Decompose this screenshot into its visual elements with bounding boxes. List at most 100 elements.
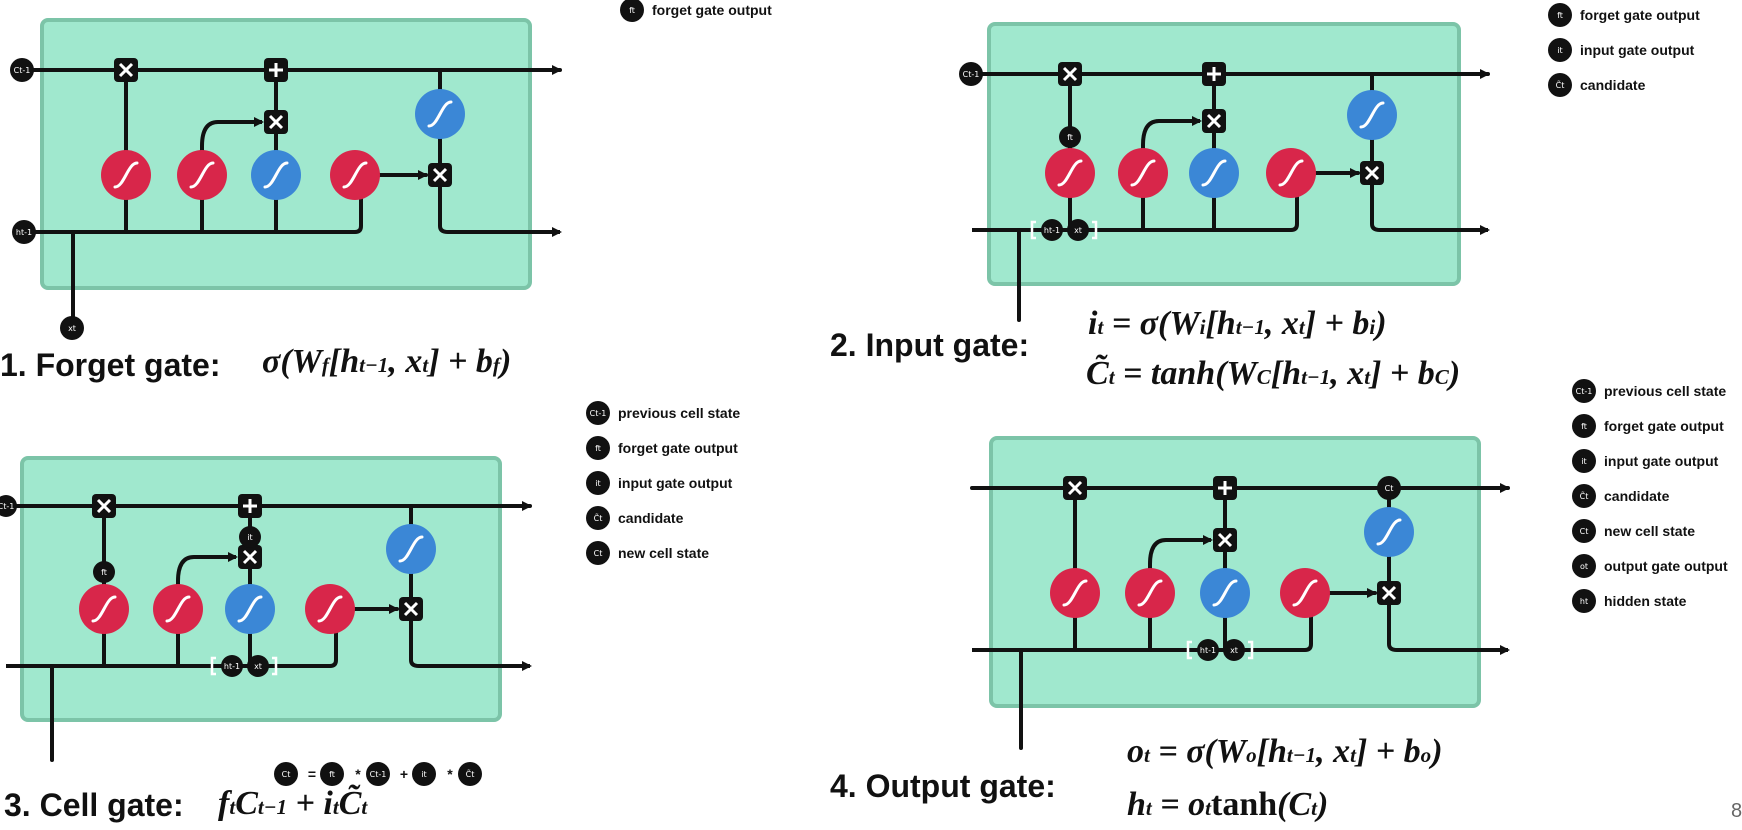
pointwise-multiply-icon: [1377, 581, 1401, 605]
svg-text:it: it: [1581, 457, 1586, 466]
legend-label: input gate output: [1580, 42, 1695, 58]
equation-operator: *: [355, 766, 361, 782]
equation-badge-icon: it: [412, 762, 436, 786]
panel-4-title: 4. Output gate:: [830, 768, 1056, 804]
legend-label: hidden state: [1604, 593, 1687, 609]
c-prev-badge-icon: Ct-1: [0, 495, 17, 517]
tanh-layer-icon: [251, 150, 301, 200]
equation-badge-icon: C̃t: [458, 762, 482, 786]
tanh-layer-icon: [1189, 148, 1239, 198]
c-t-badge-icon: Ct: [1377, 476, 1401, 500]
legend-badge-icon: C̃t: [1548, 73, 1572, 97]
svg-text:Ct: Ct: [282, 770, 291, 779]
legend-label: input gate output: [1604, 453, 1719, 469]
pointwise-multiply-icon: [428, 163, 452, 187]
svg-text:ft: ft: [1067, 133, 1073, 142]
sigmoid-layer-icon: [305, 584, 355, 634]
legend-label: new cell state: [618, 545, 709, 561]
legend-label: candidate: [618, 510, 684, 526]
hidden-input-line: [972, 173, 1299, 232]
equation-badge-icon: ft: [320, 762, 344, 786]
panel-4-equation-2: ht = ottanh(Ct): [1127, 786, 1329, 823]
pointwise-multiply-icon: [264, 110, 288, 134]
legend-label: input gate output: [618, 475, 733, 491]
panel-4-equation-1: ot = σ(Wo[ht−1, xt] + bo): [1127, 733, 1443, 770]
svg-text:xt: xt: [254, 662, 262, 671]
legend-label: previous cell state: [618, 405, 740, 421]
legend-label: new cell state: [1604, 523, 1695, 539]
svg-text:ft: ft: [1581, 422, 1587, 431]
concat-bracket: ht-1 xt: [210, 655, 278, 677]
tanh-layer-icon: [415, 89, 465, 139]
legend-badge-icon: Ct-1: [586, 401, 610, 425]
c-prev-badge-icon: Ct-1: [959, 62, 983, 86]
page-number: 8: [1731, 800, 1742, 822]
panel-2-equation-1: it = σ(Wi[ht−1, xt] + bi): [1088, 305, 1387, 342]
sigmoid-layer-icon: [101, 150, 151, 200]
input-gate-arrow: [1148, 535, 1213, 593]
h-prev-badge-icon: ht-1: [221, 655, 243, 677]
legend-label: candidate: [1580, 77, 1646, 93]
tanh-layer-icon: [225, 584, 275, 634]
hidden-input-line: [6, 609, 338, 668]
equation-operator: *: [447, 766, 453, 782]
svg-text:C̃t: C̃t: [466, 769, 475, 779]
legend-badge-icon: ht: [1572, 589, 1596, 613]
legend-badge-icon: C̃t: [1572, 484, 1596, 508]
pointwise-multiply-icon: [1202, 109, 1226, 133]
svg-text:Ct-1: Ct-1: [590, 409, 607, 418]
hidden-output-line: [1387, 605, 1510, 655]
legend-label: forget gate output: [618, 440, 738, 456]
panel-1-equation: σ(Wf[ht−1, xt] + bf): [262, 343, 512, 380]
x-t-badge-icon: xt: [60, 316, 84, 340]
lstm-cell-panel-1: Ct-1ht-1xt: [10, 18, 562, 340]
svg-text:Ct: Ct: [1580, 527, 1589, 536]
legend-badge-icon: ot: [1572, 554, 1596, 578]
svg-text:ht-1: ht-1: [1044, 226, 1060, 235]
svg-text:Ct: Ct: [1385, 484, 1394, 493]
legend-panel-1: ft forget gate output: [620, 0, 772, 22]
legend-badge-icon: C̃t: [586, 506, 610, 530]
legend-badge-icon: ft: [586, 436, 610, 460]
pointwise-multiply-icon: [1213, 528, 1237, 552]
sigmoid-layer-icon: [1045, 148, 1095, 198]
pointwise-multiply-icon: [1360, 161, 1384, 185]
svg-text:it: it: [595, 479, 600, 488]
svg-text:ht-1: ht-1: [224, 662, 240, 671]
f-t-badge-icon: ft: [1059, 126, 1081, 148]
pointwise-multiply-icon: [1063, 476, 1087, 500]
pointwise-add-icon: [264, 58, 288, 82]
legend-panel-3: Ct-1 previous cell state ft forget gate out…: [586, 401, 740, 565]
cell-state-equation-badges: Ct=ft*Ct-1+it*C̃t: [274, 762, 482, 786]
c-prev-badge-icon: Ct-1: [10, 58, 34, 82]
equation-operator: +: [400, 766, 408, 782]
sigmoid-layer-icon: [1118, 148, 1168, 198]
legend-badge-icon: ft: [1548, 3, 1572, 27]
sigmoid-layer-icon: [1266, 148, 1316, 198]
svg-text:Ct: Ct: [594, 549, 603, 558]
pointwise-multiply-icon: [399, 597, 423, 621]
svg-text:Ct-1: Ct-1: [1576, 387, 1593, 396]
svg-text:Ct-1: Ct-1: [963, 70, 980, 79]
svg-text:it: it: [421, 770, 426, 779]
tanh-layer-icon: [386, 524, 436, 574]
legend-badge-icon: ft: [620, 0, 644, 22]
svg-text:ot: ot: [1580, 562, 1588, 571]
sigmoid-layer-icon: [153, 584, 203, 634]
pointwise-add-icon: [238, 494, 262, 518]
pointwise-add-icon: [1202, 62, 1226, 86]
pointwise-multiply-icon: [114, 58, 138, 82]
hidden-output-line: [438, 187, 562, 237]
sigmoid-layer-icon: [177, 150, 227, 200]
panel-3-title: 3. Cell gate:: [4, 787, 184, 823]
pointwise-add-icon: [1213, 476, 1237, 500]
legend-label: forget gate output: [652, 2, 772, 18]
i-t-badge-icon: it: [239, 526, 261, 548]
panel-3-equation: ftCt−1 + itC̃t: [218, 785, 368, 822]
